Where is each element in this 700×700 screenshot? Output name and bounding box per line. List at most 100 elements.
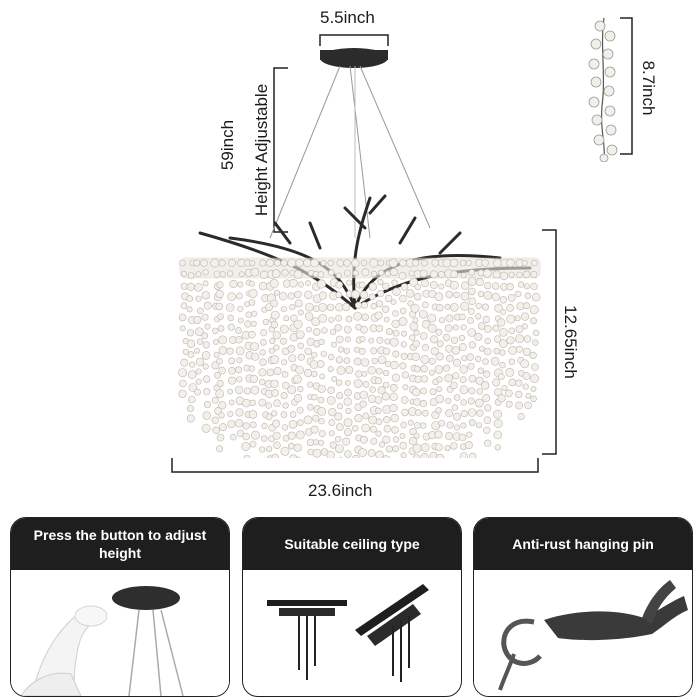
crystal-bead bbox=[228, 399, 235, 406]
crystal-bead bbox=[195, 271, 202, 278]
crystal-bead bbox=[249, 399, 256, 406]
crystal-bead bbox=[460, 399, 467, 406]
crystal-bead bbox=[235, 346, 245, 356]
crystal-bead bbox=[467, 287, 476, 296]
crystal-bead bbox=[335, 272, 342, 279]
crystal-bead bbox=[375, 430, 382, 437]
crystal-bead bbox=[204, 323, 211, 330]
crystal-bead bbox=[250, 385, 260, 395]
crystal-bead bbox=[452, 358, 461, 367]
crystal-bead bbox=[508, 271, 515, 278]
crystal-bead bbox=[248, 330, 256, 339]
crystal-bead bbox=[226, 270, 234, 277]
chandelier-image bbox=[178, 48, 541, 458]
crystal-bead bbox=[468, 374, 477, 383]
crystal-bead bbox=[453, 412, 461, 421]
crystal-bead bbox=[259, 446, 266, 453]
crystal-bead bbox=[227, 420, 236, 429]
crystal-bead bbox=[482, 269, 492, 278]
crystal-bead bbox=[506, 314, 516, 324]
crystal-bead bbox=[273, 366, 282, 375]
crystal-bead bbox=[237, 305, 244, 312]
crystal-bead bbox=[182, 348, 189, 356]
crystal-bead bbox=[460, 422, 467, 429]
crystal-bead bbox=[505, 400, 513, 408]
crystal-bead bbox=[248, 288, 258, 298]
crystal-bead bbox=[344, 428, 352, 437]
crystal-bead bbox=[343, 357, 351, 364]
crystal-bead bbox=[259, 259, 267, 267]
crystal-bead bbox=[234, 385, 244, 395]
crystal-bead bbox=[258, 281, 268, 291]
crystal-bead bbox=[242, 422, 250, 430]
crystal-bead bbox=[401, 371, 409, 379]
crystal-bead bbox=[196, 338, 204, 345]
crystal-bead bbox=[335, 435, 342, 443]
crystal-bead bbox=[531, 363, 539, 371]
crystal-bead bbox=[328, 269, 335, 276]
crystal-bead bbox=[178, 368, 188, 378]
crystal-bead bbox=[451, 346, 460, 355]
crystal-bead bbox=[235, 366, 242, 374]
crystal-bead bbox=[377, 289, 385, 297]
crystal-bead bbox=[377, 278, 384, 286]
crystal-bead bbox=[382, 381, 390, 389]
crystal-bead bbox=[516, 302, 525, 311]
crystal-bead bbox=[217, 313, 224, 320]
crystal-bead bbox=[444, 373, 454, 383]
crystal-bead bbox=[449, 280, 459, 290]
crystal-bead bbox=[250, 421, 257, 429]
crystal-bead bbox=[262, 318, 269, 326]
crystal-bead bbox=[344, 269, 351, 277]
crystal-bead bbox=[414, 375, 422, 383]
crystal-bead bbox=[336, 392, 344, 400]
crystal-bead bbox=[370, 270, 378, 278]
crystal-bead bbox=[454, 424, 461, 431]
crystal-bead bbox=[370, 302, 377, 310]
crystal-bead bbox=[391, 426, 399, 434]
crystal-bead bbox=[460, 291, 470, 301]
crystal-bead bbox=[219, 423, 227, 432]
crystal-bead bbox=[418, 309, 428, 319]
crystal-bead bbox=[258, 398, 267, 407]
crystal-bead bbox=[436, 376, 443, 383]
crystal-bead bbox=[334, 412, 343, 421]
crystal-bead bbox=[358, 347, 366, 355]
crystal-bead bbox=[242, 432, 250, 441]
crystal-bead bbox=[236, 292, 243, 300]
crystal-bead bbox=[273, 259, 281, 267]
crystal-bead bbox=[368, 293, 376, 301]
crystal-bead bbox=[283, 315, 290, 322]
crystal-bead bbox=[244, 320, 252, 328]
crystal-bead bbox=[392, 445, 399, 453]
crystal-bead bbox=[505, 389, 513, 398]
crystal-bead bbox=[367, 366, 376, 375]
crystal-bead bbox=[188, 383, 198, 392]
crystal-bead bbox=[477, 367, 485, 374]
crystal-bead bbox=[382, 282, 390, 291]
crystal-bead bbox=[330, 328, 337, 335]
crystal-bead bbox=[492, 324, 500, 332]
crystal-bead bbox=[288, 419, 298, 429]
crystal-bead bbox=[408, 270, 415, 277]
crystal-bead bbox=[293, 443, 302, 452]
crystal-bead bbox=[178, 313, 187, 322]
crystal-bead bbox=[195, 295, 202, 302]
crystal-bead bbox=[214, 371, 221, 379]
crystal-bead bbox=[467, 307, 475, 315]
crystal-bead bbox=[435, 328, 443, 336]
crystal-bead bbox=[444, 445, 451, 452]
crystal-bead bbox=[281, 359, 288, 366]
crystal-bead bbox=[338, 457, 343, 458]
crystal-bead bbox=[317, 279, 327, 289]
crystal-bead bbox=[427, 323, 437, 333]
crystal-bead bbox=[211, 361, 220, 370]
crystal-bead bbox=[481, 303, 489, 311]
crystal-bead bbox=[318, 291, 327, 300]
crystal-bead bbox=[399, 294, 407, 303]
crystal-bead bbox=[359, 390, 369, 400]
crystal-bead bbox=[477, 290, 485, 298]
crystal-bead bbox=[452, 324, 459, 331]
crystal-bead bbox=[211, 396, 219, 404]
crystal-bead bbox=[400, 421, 407, 429]
